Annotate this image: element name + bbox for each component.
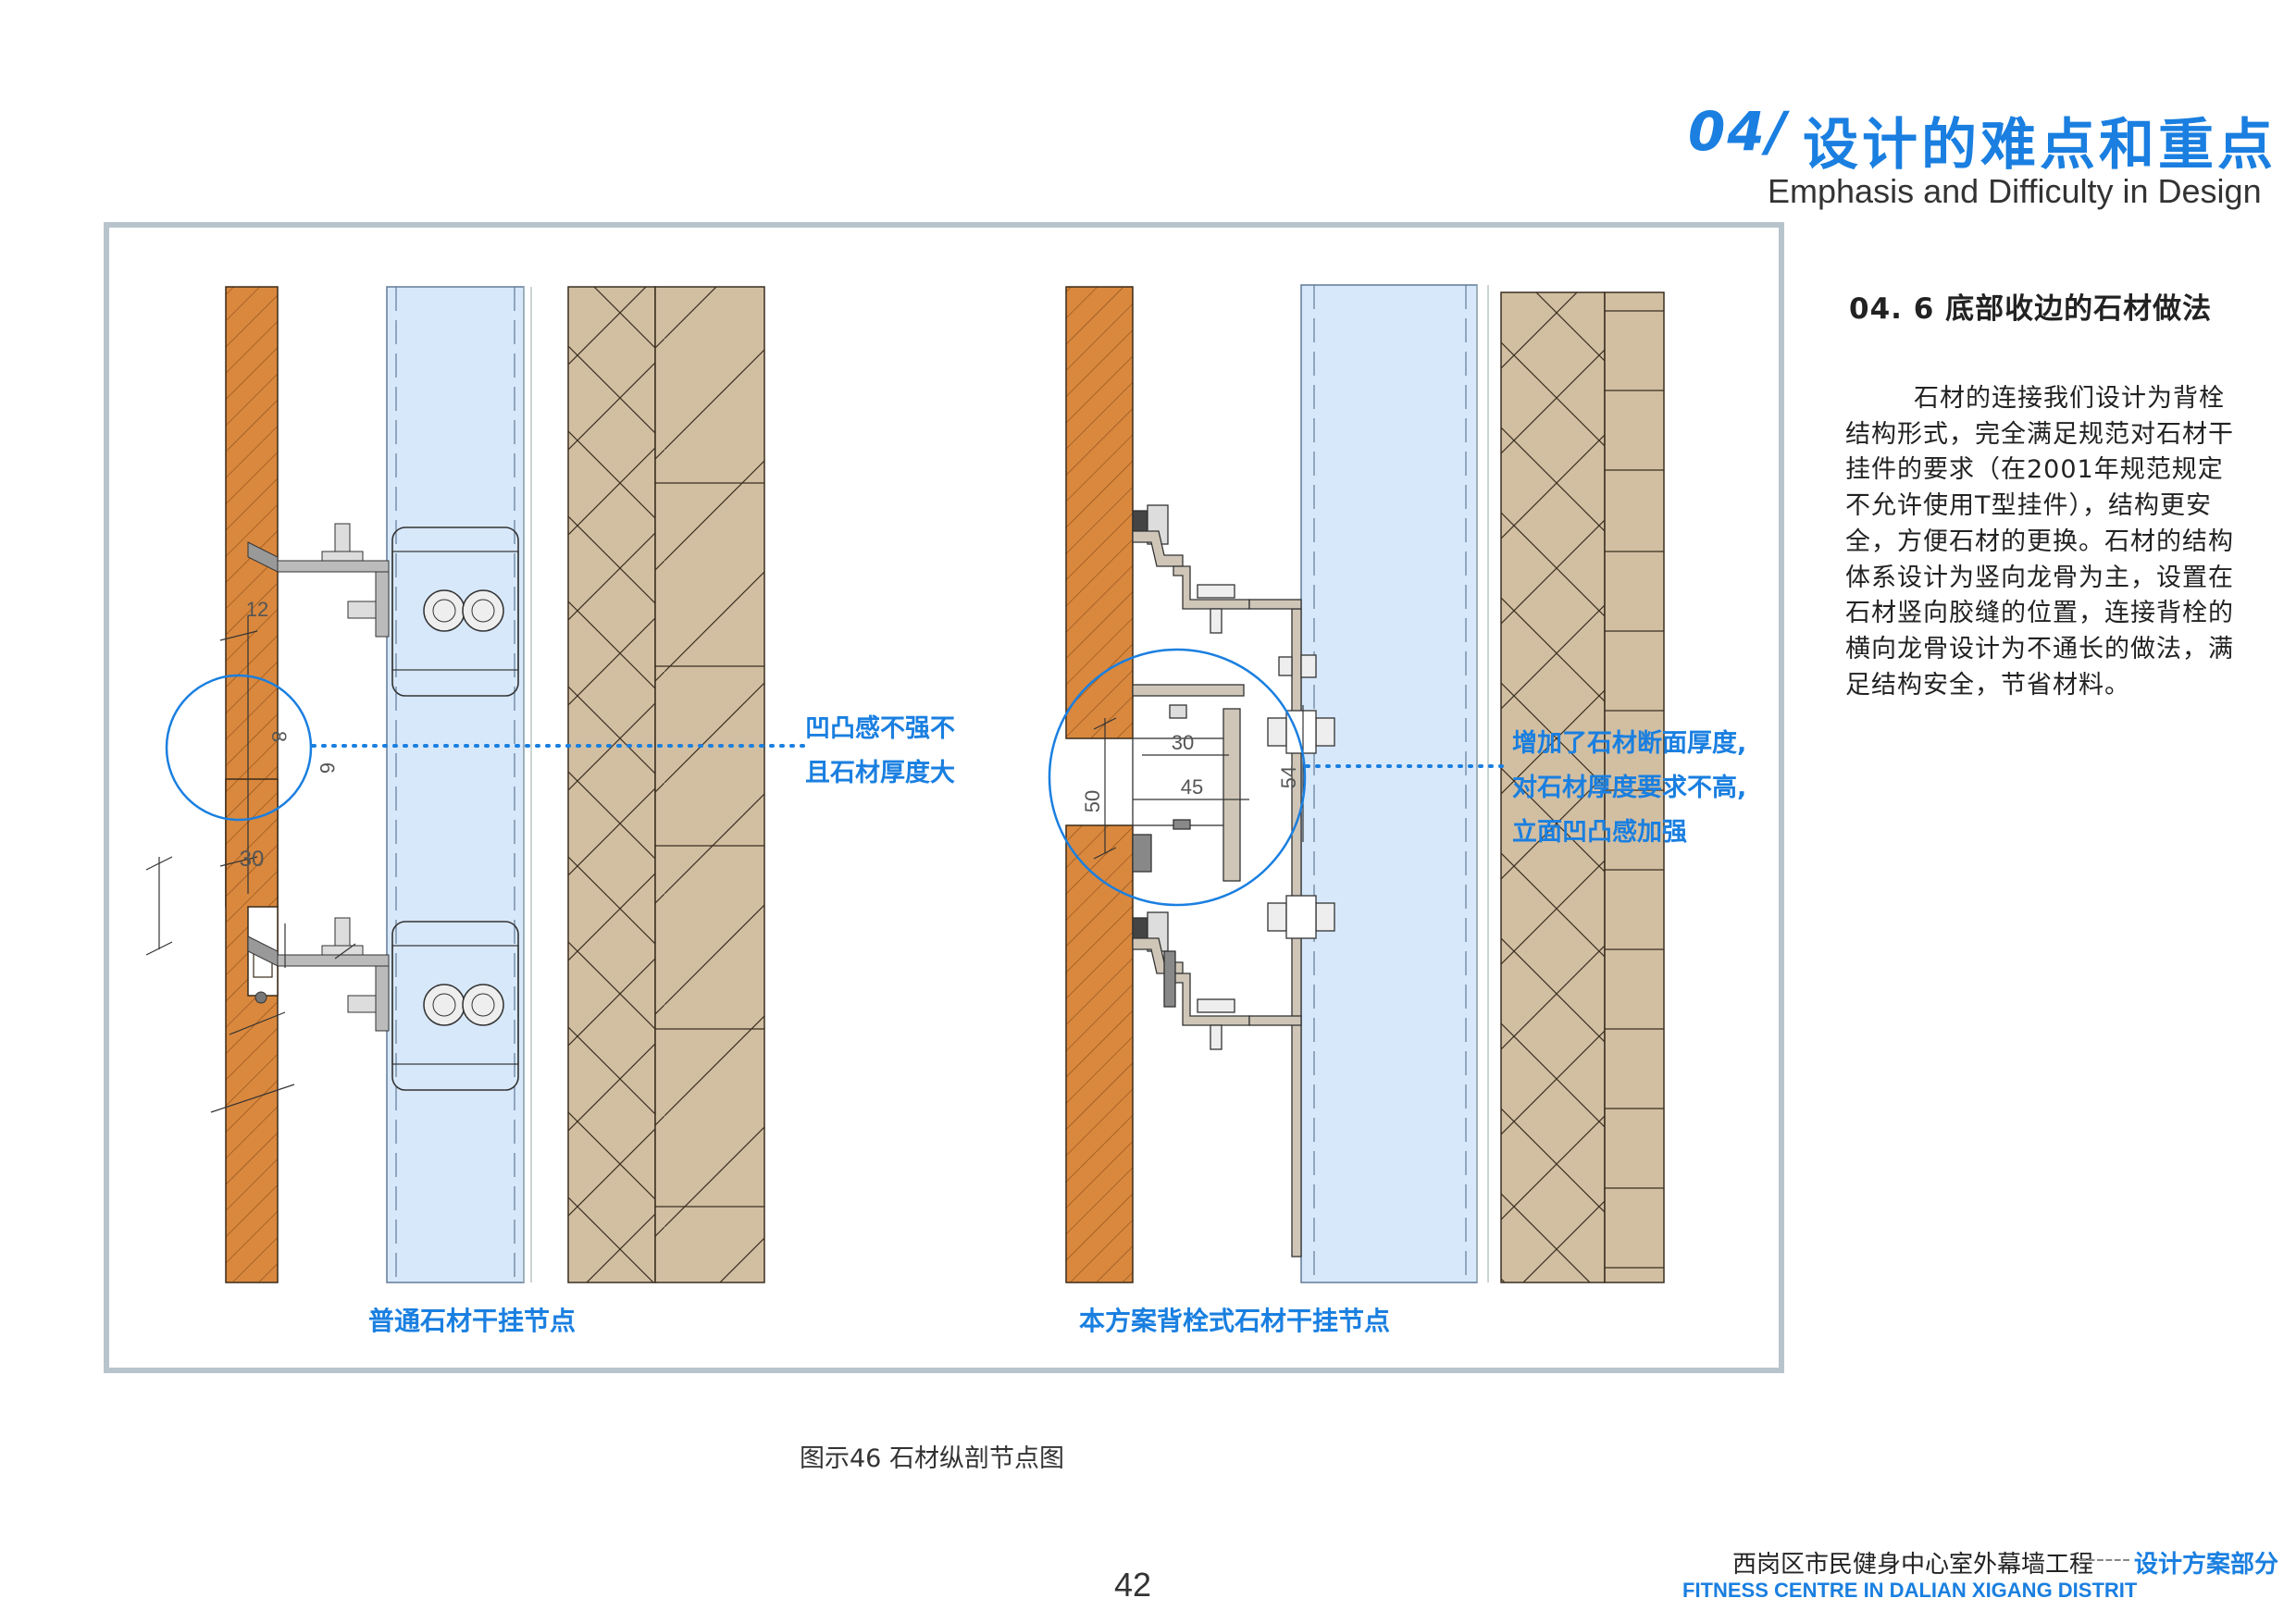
right-callout-line-1: 增加了石材断面厚度, xyxy=(1512,729,1747,758)
glass-band-right xyxy=(1300,284,1478,1283)
dim-label-30: 30 xyxy=(240,847,265,872)
left-bracket-upper xyxy=(247,523,519,697)
wall-cross-hatch xyxy=(567,286,656,1283)
right-callout: 增加了石材断面厚度, 对石材厚度要求不高, 立面凹凸感加强 xyxy=(1512,722,1746,855)
wall-diag-hatch xyxy=(654,286,765,1283)
section-title: 04. 6 底部收边的石材做法 xyxy=(1849,292,2213,326)
glass-band xyxy=(386,286,525,1283)
left-dimensions xyxy=(145,616,356,1113)
page-subtitle: Emphasis and Difficulty in Design xyxy=(1768,172,2262,210)
left-callout-line-1: 凹凸感不强不 xyxy=(805,714,955,743)
left-detail: 12 8 40 30 6 xyxy=(145,286,805,1283)
right-callout-line-3: 立面凹凸感加强 xyxy=(1512,818,1687,847)
page-title: 设计的难点和重点 xyxy=(1803,113,2277,178)
right-callout-line-2: 对石材厚度要求不高, xyxy=(1512,774,1747,802)
section-drawing: 12 8 40 30 6 xyxy=(145,284,1665,1283)
right-detail: 50 30 45 54 xyxy=(1048,284,1665,1283)
stone-panel-upper-right xyxy=(1065,286,1134,739)
project-name-cn: 西岗区市民健身中心室外幕墙工程 xyxy=(1732,1551,2094,1579)
project-name-en: FITNESS CENTRE IN DALIAN XIGANG DISTRIT xyxy=(1682,1579,2138,1602)
project-separator: ------ xyxy=(2079,1545,2131,1573)
wall-cross-hatch-right xyxy=(1500,291,1606,1283)
stone-panel-lower-right xyxy=(1065,824,1134,1283)
wall-blocks-right xyxy=(1604,291,1665,1283)
dim-label-6: 6 xyxy=(316,762,339,774)
right-bracket-lower xyxy=(1132,911,1302,1050)
left-detail-caption: 普通石材干挂节点 xyxy=(368,1306,577,1336)
dim-label-54: 54 xyxy=(1277,766,1300,788)
right-zoom-circle xyxy=(1048,648,1307,907)
right-detail-caption: 本方案背栓式石材干挂节点 xyxy=(1079,1306,1391,1336)
dim-label-12: 12 xyxy=(246,598,268,621)
left-callout-line-2: 且石材厚度大 xyxy=(805,759,955,787)
left-bracket-lower xyxy=(247,917,519,1091)
left-zoom-circle xyxy=(165,674,313,822)
joint-profile-right xyxy=(1132,684,1245,882)
left-callout: 凹凸感不强不 且石材厚度大 xyxy=(805,707,955,796)
page-number: 42 xyxy=(1114,1566,1152,1604)
chapter-number: 04/ xyxy=(1688,100,1788,163)
right-bracket-upper xyxy=(1132,504,1317,678)
dim-label-8: 8 xyxy=(267,731,291,742)
dim-label-50: 50 xyxy=(1081,790,1104,812)
right-bolts xyxy=(1267,710,1335,939)
dim-label-45: 45 xyxy=(1181,775,1203,799)
dim-label-30-right: 30 xyxy=(1172,731,1194,754)
section-body: 石材的连接我们设计为背栓结构形式，完全满足规范对石材干挂件的要求（在2001年规… xyxy=(1845,384,2234,700)
right-dimensions xyxy=(1093,705,1304,860)
figure-caption: 图示46 石材纵剖节点图 xyxy=(800,1444,1064,1473)
project-part: 设计方案部分 xyxy=(2134,1551,2279,1579)
